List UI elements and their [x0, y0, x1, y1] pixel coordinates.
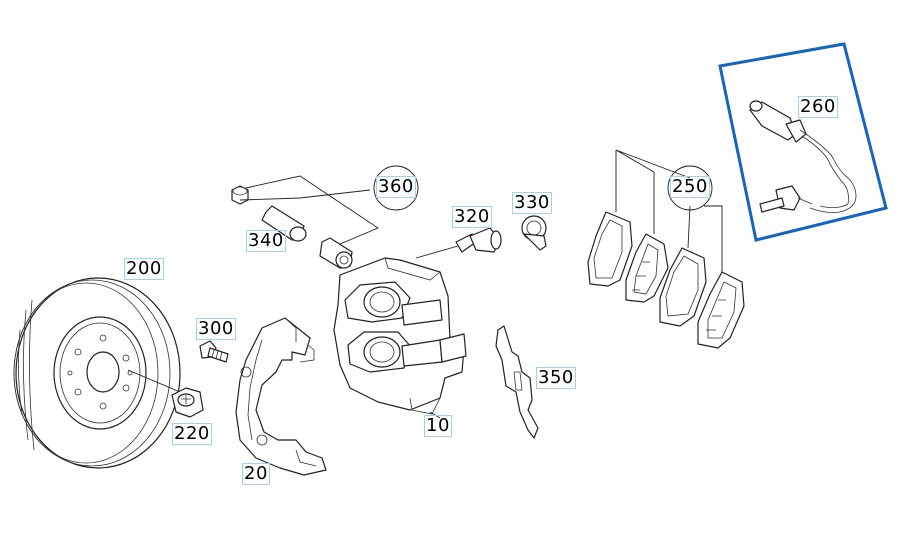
label-350[interactable]: 350: [536, 367, 576, 389]
wear-sensor-drawing[interactable]: [749, 100, 857, 213]
label-260[interactable]: 260: [798, 96, 838, 118]
brake-pads-drawing[interactable]: [587, 149, 745, 349]
caliper-carrier-drawing[interactable]: [235, 317, 327, 476]
bleeder-valve-drawing[interactable]: [415, 227, 502, 259]
detail-circle-250: [667, 165, 713, 211]
label-340[interactable]: 340: [246, 230, 286, 252]
label-20[interactable]: 20: [242, 463, 270, 485]
pad-spring-drawing[interactable]: [495, 325, 539, 439]
label-200[interactable]: 200: [124, 258, 164, 280]
label-220[interactable]: 220: [172, 423, 212, 445]
guide-pin-set-drawing[interactable]: [231, 175, 379, 269]
label-360[interactable]: 360: [376, 176, 416, 198]
label-300[interactable]: 300: [196, 318, 236, 340]
detail-circle-360: [373, 165, 419, 211]
caliper-bolt-drawing[interactable]: [199, 340, 229, 363]
caliper-body-drawing[interactable]: [333, 257, 467, 419]
label-10[interactable]: 10: [424, 415, 452, 437]
label-320[interactable]: 320: [452, 206, 492, 228]
label-330[interactable]: 330: [512, 192, 552, 214]
brake-disc-drawing[interactable]: [13, 277, 181, 469]
highlight-frame: [718, 42, 888, 242]
bleeder-cap-drawing[interactable]: [521, 215, 547, 251]
label-250[interactable]: 250: [670, 176, 710, 198]
disc-bolt-drawing[interactable]: [171, 387, 204, 418]
